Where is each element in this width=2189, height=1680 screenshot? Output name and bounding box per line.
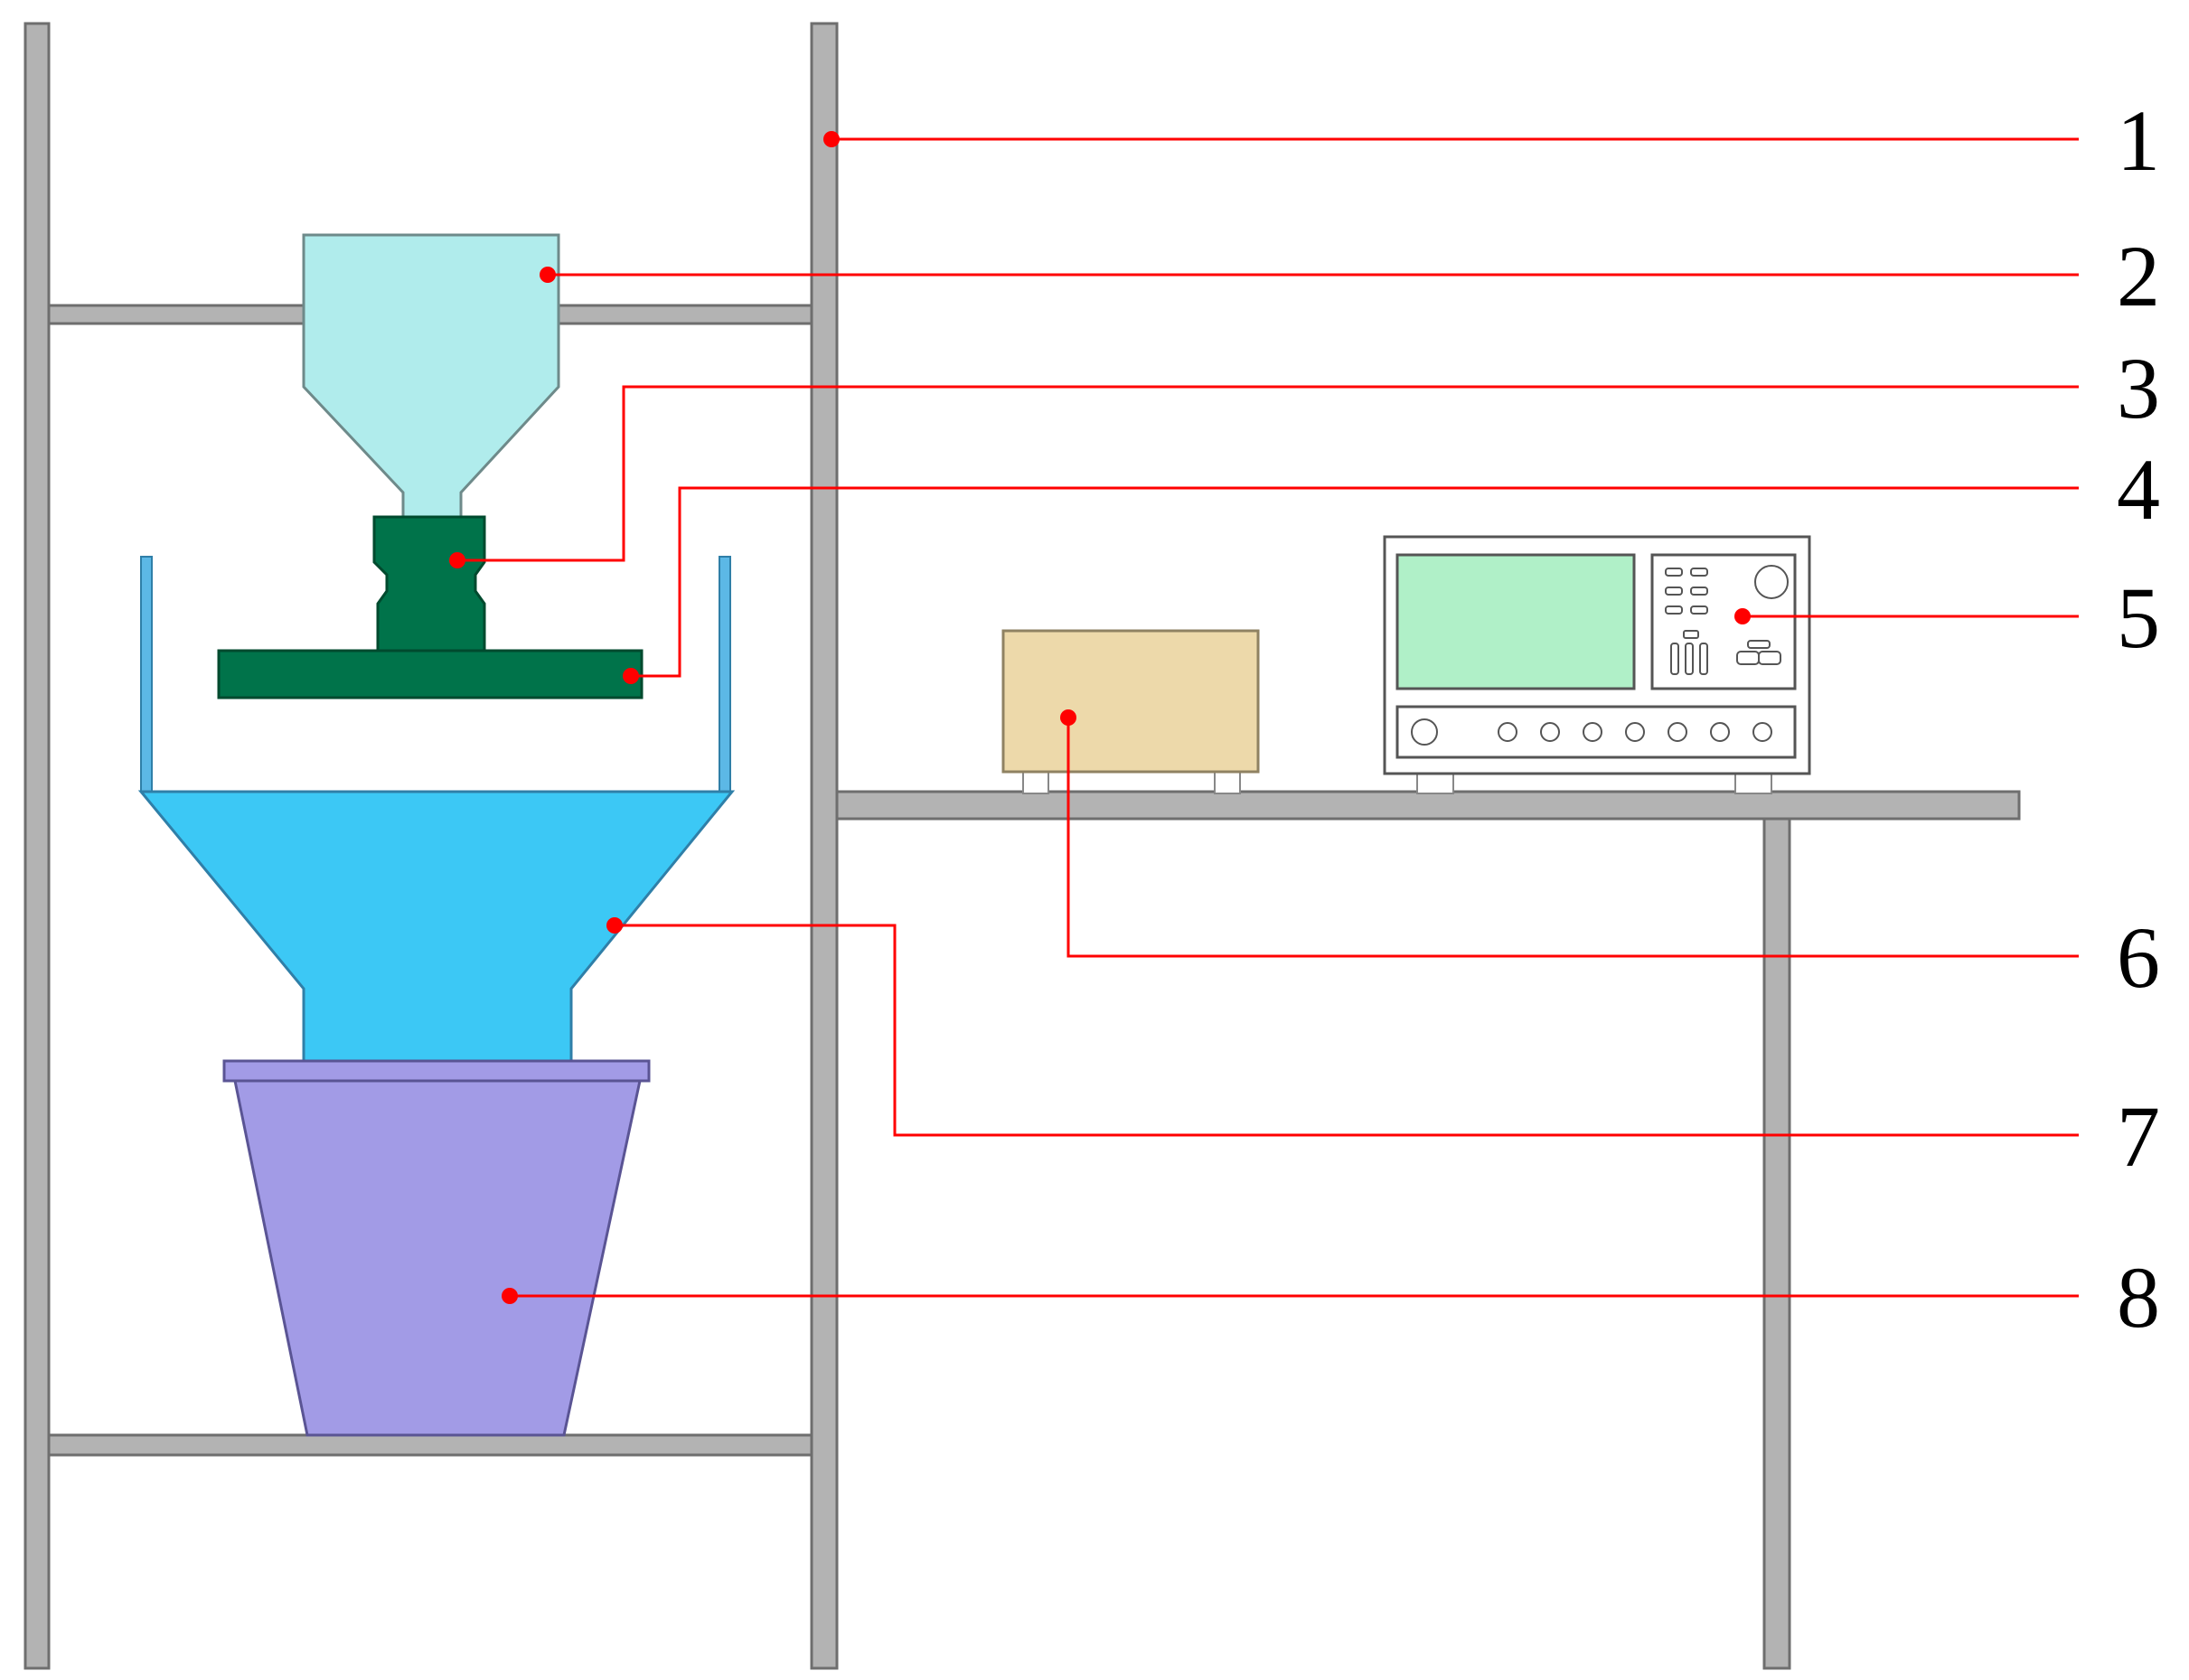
leader-dot-6 xyxy=(1060,709,1076,726)
leader-dot-5 xyxy=(1734,608,1751,624)
table xyxy=(835,790,2021,1670)
scope-main-dial xyxy=(1754,565,1789,599)
leader-dot-4 xyxy=(623,668,639,684)
collection-bucket xyxy=(222,1059,651,1437)
leader-line-7 xyxy=(615,924,2079,1137)
frame-right-post xyxy=(810,22,839,1670)
funnel-right-wall xyxy=(719,556,731,793)
leader-dots xyxy=(449,131,1751,1304)
callout-label-2: 2 xyxy=(2117,228,2160,324)
leader-dot-2 xyxy=(540,267,556,283)
bucket-body xyxy=(233,1079,642,1437)
impact-plate xyxy=(217,649,644,699)
box-body xyxy=(1001,629,1260,774)
callout-label-3: 3 xyxy=(2117,340,2160,436)
leader-dot-7 xyxy=(606,917,623,934)
callout-label-7: 7 xyxy=(2117,1088,2160,1185)
table-leg xyxy=(1762,817,1791,1670)
leader-dot-8 xyxy=(502,1288,518,1304)
frame-bottom-crossbar xyxy=(47,1433,813,1457)
scope-knobs xyxy=(1411,718,1772,746)
leader-line-6 xyxy=(1066,718,2079,958)
callout-label-1: 1 xyxy=(2117,92,2160,189)
callout-label-4: 4 xyxy=(2117,441,2160,538)
signal-amplifier-box xyxy=(1001,629,1260,794)
funnel-left-wall xyxy=(140,556,153,793)
leader-line-3 xyxy=(457,385,2079,562)
callout-label-8: 8 xyxy=(2117,1249,2160,1346)
box-foot-left xyxy=(1022,769,1049,794)
callout-label-6: 6 xyxy=(2117,909,2160,1006)
funnel-body xyxy=(137,790,736,1065)
valve xyxy=(372,515,486,652)
collecting-funnel xyxy=(137,556,736,1065)
leader-line-4 xyxy=(631,486,2079,678)
leader-dot-3 xyxy=(449,552,465,568)
scope-buttons xyxy=(1665,568,1781,675)
leader-lines xyxy=(457,137,2079,1298)
leader-dot-1 xyxy=(823,131,840,147)
bucket-rim xyxy=(222,1059,651,1083)
hopper xyxy=(302,233,560,519)
table-top xyxy=(835,790,2021,821)
callout-labels: 1 2 3 4 5 6 7 8 xyxy=(2117,92,2160,1346)
scope-screen xyxy=(1395,553,1636,690)
frame-left-post xyxy=(23,22,51,1670)
oscilloscope xyxy=(1383,535,1811,794)
callout-label-5: 5 xyxy=(2117,569,2160,666)
box-foot-right xyxy=(1214,769,1241,794)
